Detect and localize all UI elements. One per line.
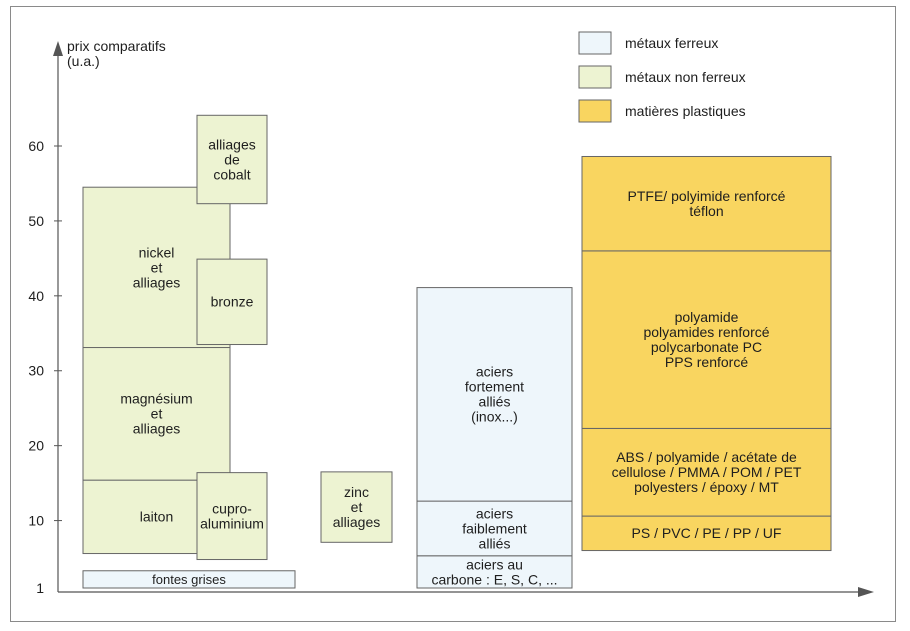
box-label-polyamide: polycarbonate PC bbox=[651, 339, 762, 355]
box-label-ptfe: téflon bbox=[689, 203, 723, 219]
legend: métaux ferreux métaux non ferreux matières… bbox=[578, 31, 746, 123]
y-tick-label: 30 bbox=[28, 363, 44, 379]
box-label-aciers-faiblement: alliés bbox=[479, 535, 511, 551]
price-range-boxes: fontes griseslaitonmagnésiumetalliagesni… bbox=[82, 114, 832, 589]
box-label-aciers-carbone: carbone : E, S, C, ... bbox=[431, 571, 557, 587]
box-label-abs: polyesters / époxy / MT bbox=[634, 479, 779, 495]
box-magnesium bbox=[82, 347, 231, 481]
box-polyamide bbox=[581, 250, 832, 429]
box-label-nickel: et bbox=[151, 259, 163, 275]
box-label-cobalt: de bbox=[224, 151, 240, 167]
box-label-nickel: nickel bbox=[139, 244, 175, 260]
legend-label: métaux ferreux bbox=[625, 35, 718, 51]
box-label-aciers-faiblement: faiblement bbox=[462, 520, 527, 536]
box-label-abs: cellulose / PMMA / POM / PET bbox=[612, 464, 802, 480]
box-label-polyamide: polyamide bbox=[675, 309, 739, 325]
box-label-cobalt: cobalt bbox=[213, 166, 250, 182]
box-label-aciers-fortement: (inox...) bbox=[471, 409, 518, 425]
box-label-aciers-fortement: fortement bbox=[465, 379, 524, 395]
box-label-zinc: et bbox=[351, 499, 363, 515]
axes bbox=[53, 41, 874, 597]
legend-label: matières plastiques bbox=[625, 103, 746, 119]
y-axis-title-line: (u.a.) bbox=[67, 53, 100, 69]
y-tick-label: 60 bbox=[28, 138, 44, 154]
box-label-zinc: zinc bbox=[344, 484, 369, 500]
y-tick-label: 40 bbox=[28, 288, 44, 304]
box-label-bronze: bronze bbox=[211, 294, 254, 310]
box-label-ps-pvc: PS / PVC / PE / PP / UF bbox=[632, 525, 782, 541]
box-label-aciers-fortement: aciers bbox=[476, 364, 513, 380]
box-zinc bbox=[320, 471, 393, 543]
box-label-cobalt: alliages bbox=[208, 136, 255, 152]
box-cobalt bbox=[196, 114, 268, 205]
y-tick-label: 20 bbox=[28, 438, 44, 454]
box-label-abs: ABS / polyamide / acétate de bbox=[616, 449, 797, 465]
box-label-magnesium: magnésium bbox=[120, 391, 192, 407]
x-axis-arrow bbox=[858, 587, 874, 597]
box-ps-pvc bbox=[581, 515, 832, 552]
box-cupro-aluminium bbox=[196, 472, 268, 561]
box-label-cupro-aluminium: cupro- bbox=[212, 500, 252, 516]
box-label-ptfe: PTFE/ polyimide renforcé bbox=[628, 188, 786, 204]
y-ticks: 1 10 20 30 40 50 60 bbox=[28, 138, 62, 596]
box-aciers-fortement bbox=[416, 287, 573, 502]
box-label-cupro-aluminium: aluminium bbox=[200, 515, 264, 531]
legend-label: métaux non ferreux bbox=[625, 69, 746, 85]
box-aciers-carbone bbox=[416, 555, 573, 589]
legend-swatch bbox=[578, 65, 612, 89]
box-ptfe bbox=[581, 155, 832, 252]
box-abs bbox=[581, 427, 832, 517]
y-axis-title-line: prix comparatifs bbox=[67, 38, 166, 54]
box-label-nickel: alliages bbox=[133, 274, 180, 290]
box-label-aciers-faiblement: aciers bbox=[476, 505, 513, 521]
box-aciers-faiblement bbox=[416, 500, 573, 557]
y-axis-arrow bbox=[53, 41, 63, 56]
box-bronze bbox=[196, 258, 268, 346]
box-label-zinc: alliages bbox=[333, 514, 380, 530]
box-label-fontes-grises: fontes grises bbox=[152, 572, 226, 587]
y-tick-label: 1 bbox=[36, 580, 44, 596]
y-tick-label: 50 bbox=[28, 213, 44, 229]
legend-swatch bbox=[578, 31, 612, 55]
box-label-polyamide: PPS renforcé bbox=[665, 354, 748, 370]
y-tick-label: 10 bbox=[28, 513, 44, 529]
box-label-aciers-carbone: aciers au bbox=[466, 556, 523, 572]
y-axis-title: prix comparatifs(u.a.) bbox=[67, 38, 166, 69]
box-label-magnesium: et bbox=[151, 406, 163, 422]
box-fontes-grises bbox=[82, 570, 296, 589]
box-label-magnesium: alliages bbox=[133, 421, 180, 437]
box-label-aciers-fortement: alliés bbox=[479, 394, 511, 410]
legend-swatch bbox=[578, 99, 612, 123]
box-label-polyamide: polyamides renforcé bbox=[643, 324, 769, 340]
box-label-laiton: laiton bbox=[140, 509, 173, 525]
